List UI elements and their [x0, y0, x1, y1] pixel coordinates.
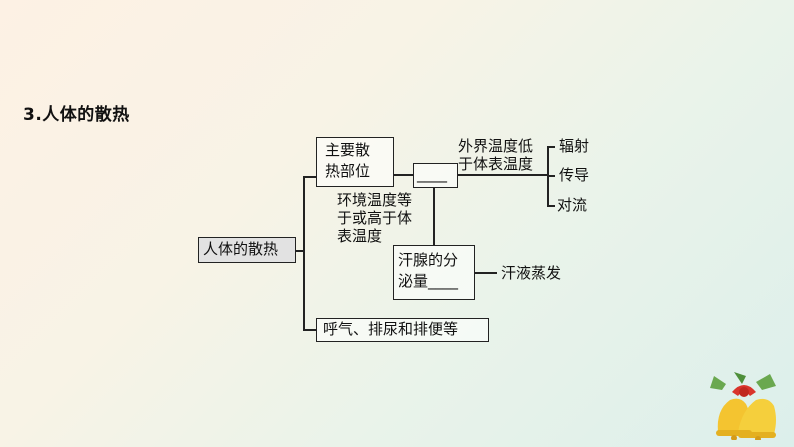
- other-box: 呼气、排尿和排便等: [316, 318, 489, 342]
- temp-high-line1: 环境温度等: [337, 191, 413, 209]
- branch-convection: 对流: [557, 196, 588, 214]
- connector: [433, 188, 435, 246]
- main-site-line1: 主要散: [325, 141, 371, 159]
- connector: [296, 250, 304, 252]
- blank-answer: ____: [417, 165, 447, 183]
- main-site-line2: 热部位: [325, 162, 371, 180]
- connector: [303, 176, 317, 178]
- bells-decoration-icon: [710, 372, 776, 440]
- branch-conduction: 传导: [559, 166, 590, 184]
- temp-low-line1: 外界温度低: [458, 137, 534, 155]
- connector: [394, 174, 414, 176]
- sweat-line1: 汗腺的分: [398, 251, 459, 269]
- temp-high-line3: 表温度: [337, 227, 383, 245]
- section-heading: 3.人体的散热: [23, 105, 130, 125]
- other-label: 呼气、排尿和排便等: [323, 320, 459, 338]
- sweat-result: 汗液蒸发: [501, 264, 562, 282]
- blank-box: ____: [413, 163, 458, 188]
- connector: [547, 146, 555, 148]
- branch-radiation: 辐射: [559, 137, 590, 155]
- root-label: 人体的散热: [203, 240, 279, 258]
- trunk-line: [303, 176, 305, 330]
- connector: [475, 272, 497, 274]
- main-site-box: 主要散 热部位: [316, 137, 394, 187]
- temp-low-line2: 于体表温度: [458, 155, 534, 173]
- sweat-line2: 泌量____: [398, 272, 459, 290]
- connector: [458, 174, 548, 176]
- root-box: 人体的散热: [198, 237, 296, 263]
- connector: [303, 329, 317, 331]
- sweat-box: 汗腺的分 泌量____: [393, 245, 475, 300]
- temp-high-line2: 于或高于体: [337, 209, 413, 227]
- connector: [547, 205, 555, 207]
- connector: [547, 175, 555, 177]
